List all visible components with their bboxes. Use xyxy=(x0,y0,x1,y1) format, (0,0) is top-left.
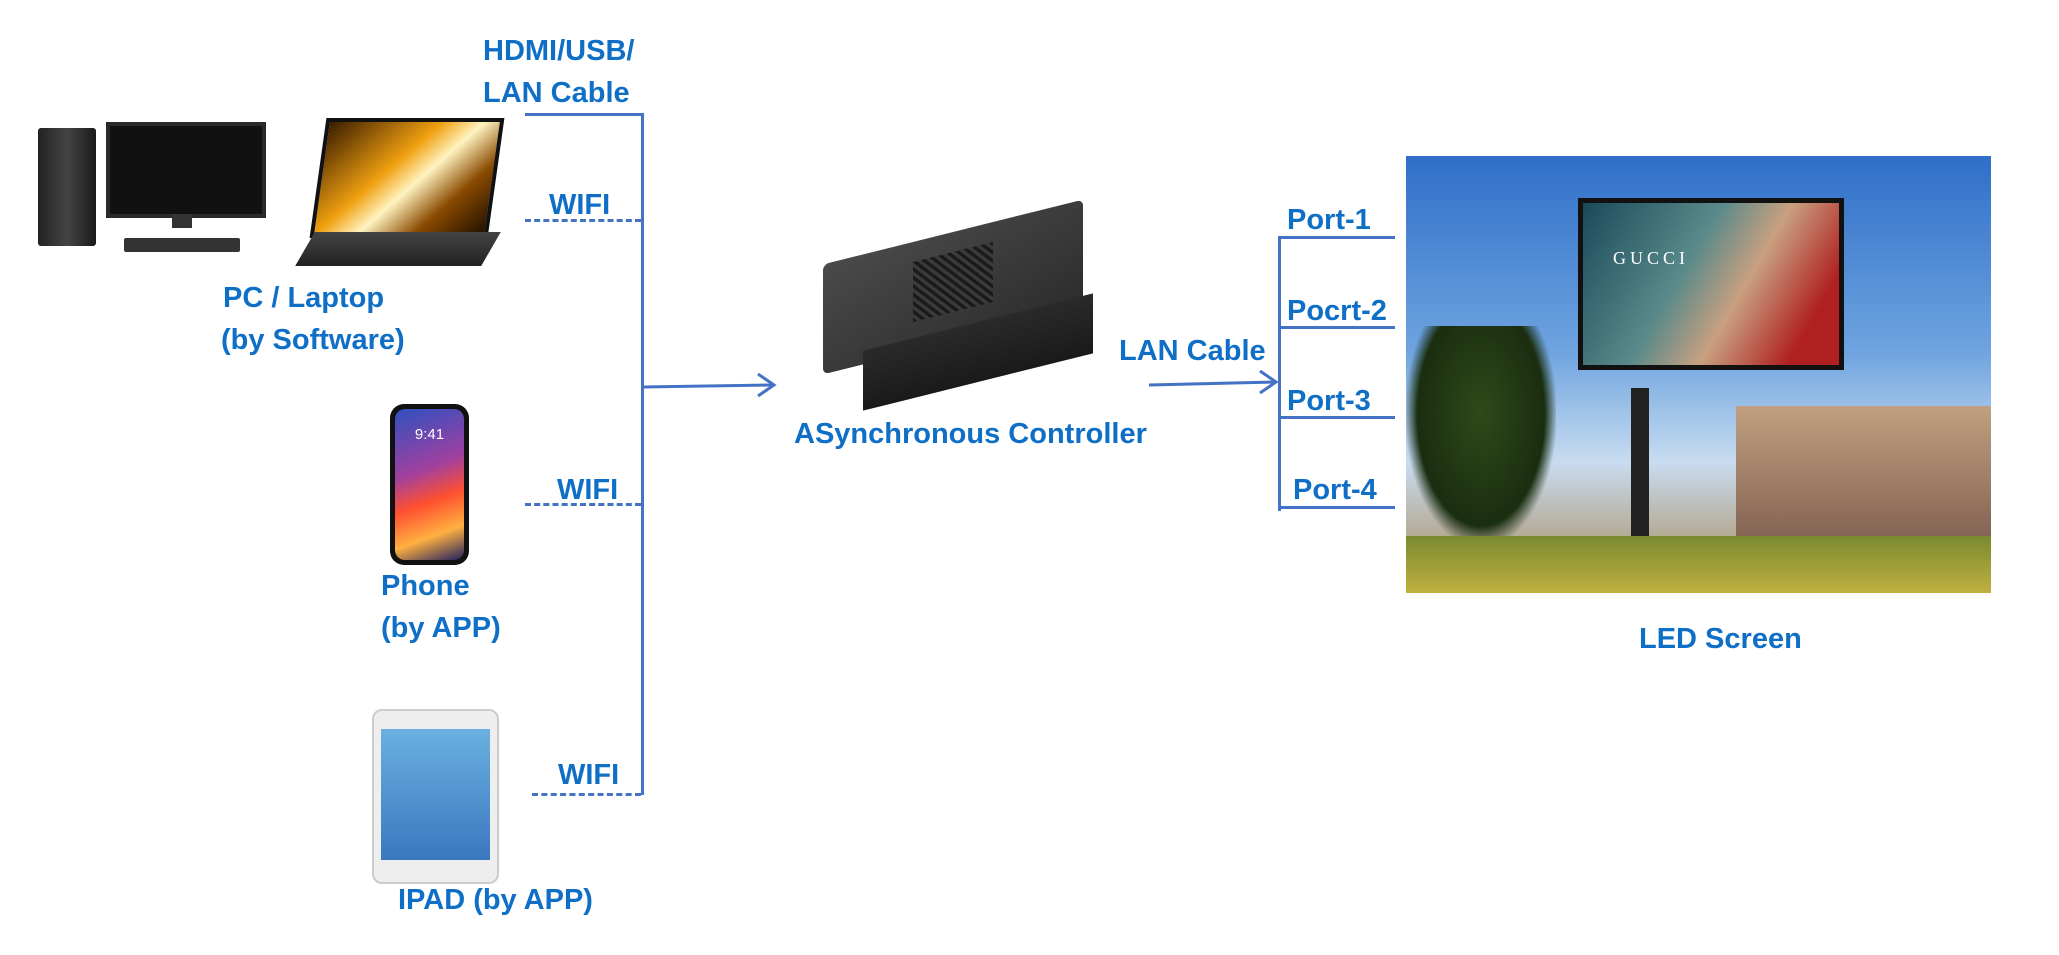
cable-label-line1: HDMI/USB/ xyxy=(483,35,635,67)
pc-tower-icon xyxy=(38,128,96,246)
port-2-label: Pocrt-2 xyxy=(1287,295,1387,327)
wifi-line-phone xyxy=(525,503,641,506)
phone-time: 9:41 xyxy=(414,426,445,443)
cable-line xyxy=(525,113,643,116)
cable-label-line2: LAN Cable xyxy=(483,77,630,109)
port-2-line xyxy=(1278,326,1395,329)
controller-label: ASynchronous Controller xyxy=(794,418,1147,450)
arrow-head-icon xyxy=(1259,369,1279,395)
pc-label: PC / Laptop xyxy=(223,282,385,314)
controller-device-icon xyxy=(803,199,1103,411)
arrow-to-controller xyxy=(642,383,774,389)
billboard-text: GUCCI xyxy=(1613,248,1690,268)
port-3-line xyxy=(1278,416,1395,419)
phone-label-app: (by APP) xyxy=(381,612,501,644)
led-screen-label: LED Screen xyxy=(1639,623,1802,655)
wifi-line-pc xyxy=(525,219,641,222)
port-3-label: Port-3 xyxy=(1287,385,1371,417)
wifi-line-ipad xyxy=(532,793,641,796)
wifi-label-pc: WIFI xyxy=(549,189,611,221)
lan-cable-label: LAN Cable xyxy=(1119,335,1266,367)
arrow-to-ports xyxy=(1148,380,1275,387)
port-1-line xyxy=(1278,236,1395,239)
port-4-label: Port-4 xyxy=(1293,474,1377,506)
pc-label-software: (by Software) xyxy=(221,324,405,356)
led-screen-photo: GUCCI xyxy=(1406,156,1991,593)
ipad-icon xyxy=(372,709,499,884)
keyboard-icon xyxy=(124,238,240,252)
phone-icon: 9:41 xyxy=(390,404,469,565)
port-4-line xyxy=(1278,506,1395,509)
wifi-label-ipad: WIFI xyxy=(558,759,620,791)
monitor-stand xyxy=(172,214,192,228)
port-1-label: Port-1 xyxy=(1287,204,1371,236)
arrow-head-icon xyxy=(757,372,777,398)
phone-label: Phone xyxy=(381,570,470,602)
ipad-label: IPAD (by APP) xyxy=(398,884,593,916)
monitor-icon xyxy=(106,122,266,218)
port-bus-line xyxy=(1278,237,1281,511)
input-bus-line xyxy=(641,113,644,795)
wifi-label-phone: WIFI xyxy=(557,474,619,506)
